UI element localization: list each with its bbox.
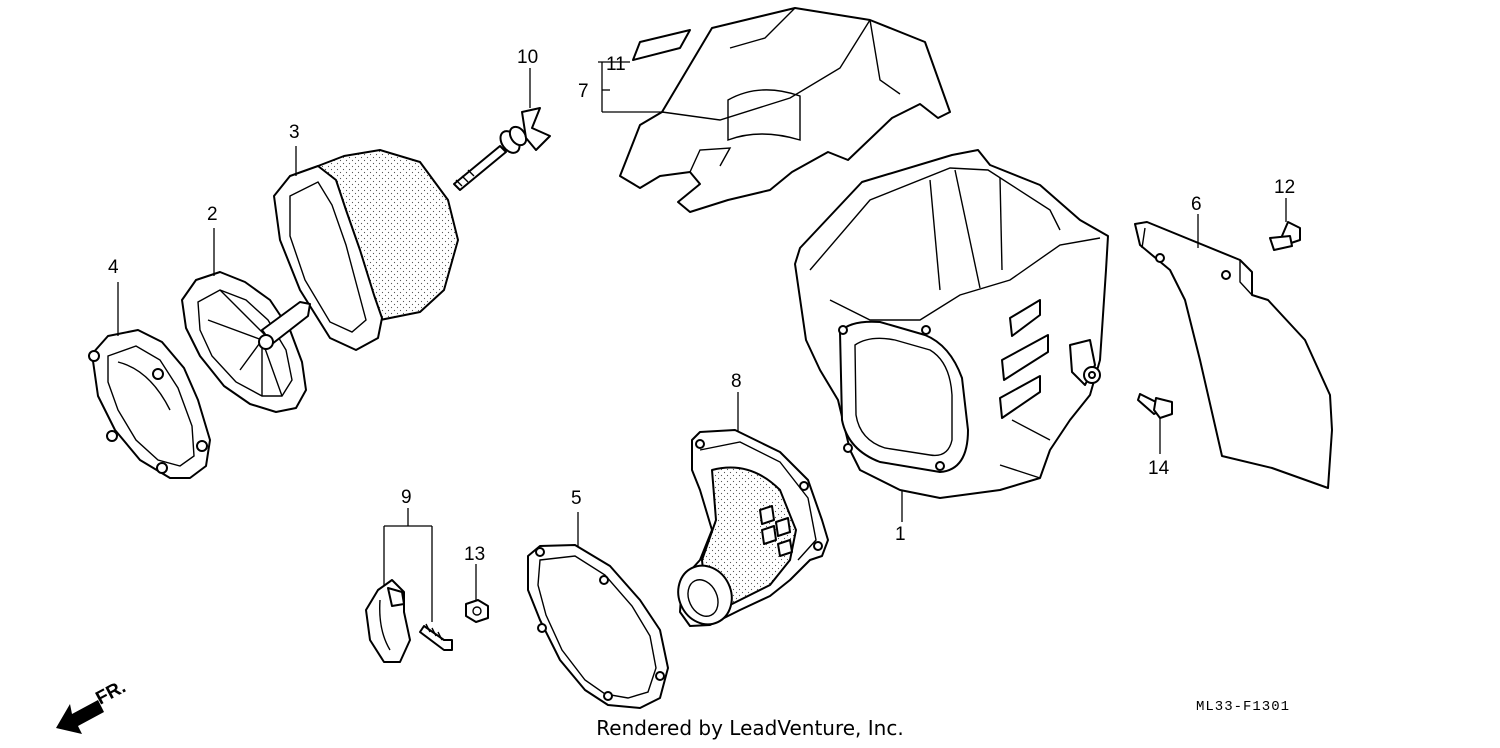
part-10-wing-bolt[interactable] — [453, 107, 551, 191]
callout-11[interactable]: 11 — [606, 54, 626, 75]
callout-5[interactable]: 5 — [571, 488, 582, 509]
credit-text: Rendered by LeadVenture, Inc. — [596, 716, 904, 740]
callout-3[interactable]: 3 — [289, 122, 300, 143]
diagram-code: ML33-F1301 — [1196, 699, 1290, 715]
part-14-bolt[interactable] — [1137, 393, 1173, 419]
arrow-left-icon — [56, 700, 104, 734]
part-11-label[interactable] — [632, 29, 691, 61]
callout-12[interactable]: 12 — [1274, 177, 1295, 198]
callout-1[interactable]: 1 — [895, 524, 906, 545]
callout-10[interactable]: 10 — [517, 47, 538, 68]
part-2-element-holder[interactable] — [181, 271, 311, 413]
callout-2[interactable]: 2 — [207, 204, 218, 225]
part-8-connecting-tube[interactable] — [669, 429, 829, 633]
callout-6[interactable]: 6 — [1191, 194, 1202, 215]
callout-4[interactable]: 4 — [108, 257, 119, 278]
leader-lines — [117, 61, 1287, 622]
callout-14[interactable]: 14 — [1148, 458, 1170, 479]
callouts: 1 2 3 4 5 6 7 8 9 10 11 12 13 14 — [108, 47, 1295, 565]
callout-13[interactable]: 13 — [464, 544, 485, 565]
part-12-bolt[interactable] — [1269, 221, 1301, 251]
part-5-gasket[interactable] — [527, 544, 669, 709]
callout-9[interactable]: 9 — [401, 487, 412, 508]
part-7-air-cleaner-cover[interactable] — [619, 7, 951, 213]
part-13-nut[interactable] — [465, 599, 489, 623]
part-3-element[interactable] — [273, 149, 459, 351]
part-4-case-plate[interactable] — [88, 329, 211, 479]
callout-7[interactable]: 7 — [578, 81, 589, 102]
callout-8[interactable]: 8 — [731, 371, 742, 392]
part-1-air-cleaner-case[interactable] — [794, 149, 1109, 499]
part-9-hose-band[interactable] — [365, 579, 453, 663]
part-6-side-cover[interactable] — [1134, 221, 1333, 489]
